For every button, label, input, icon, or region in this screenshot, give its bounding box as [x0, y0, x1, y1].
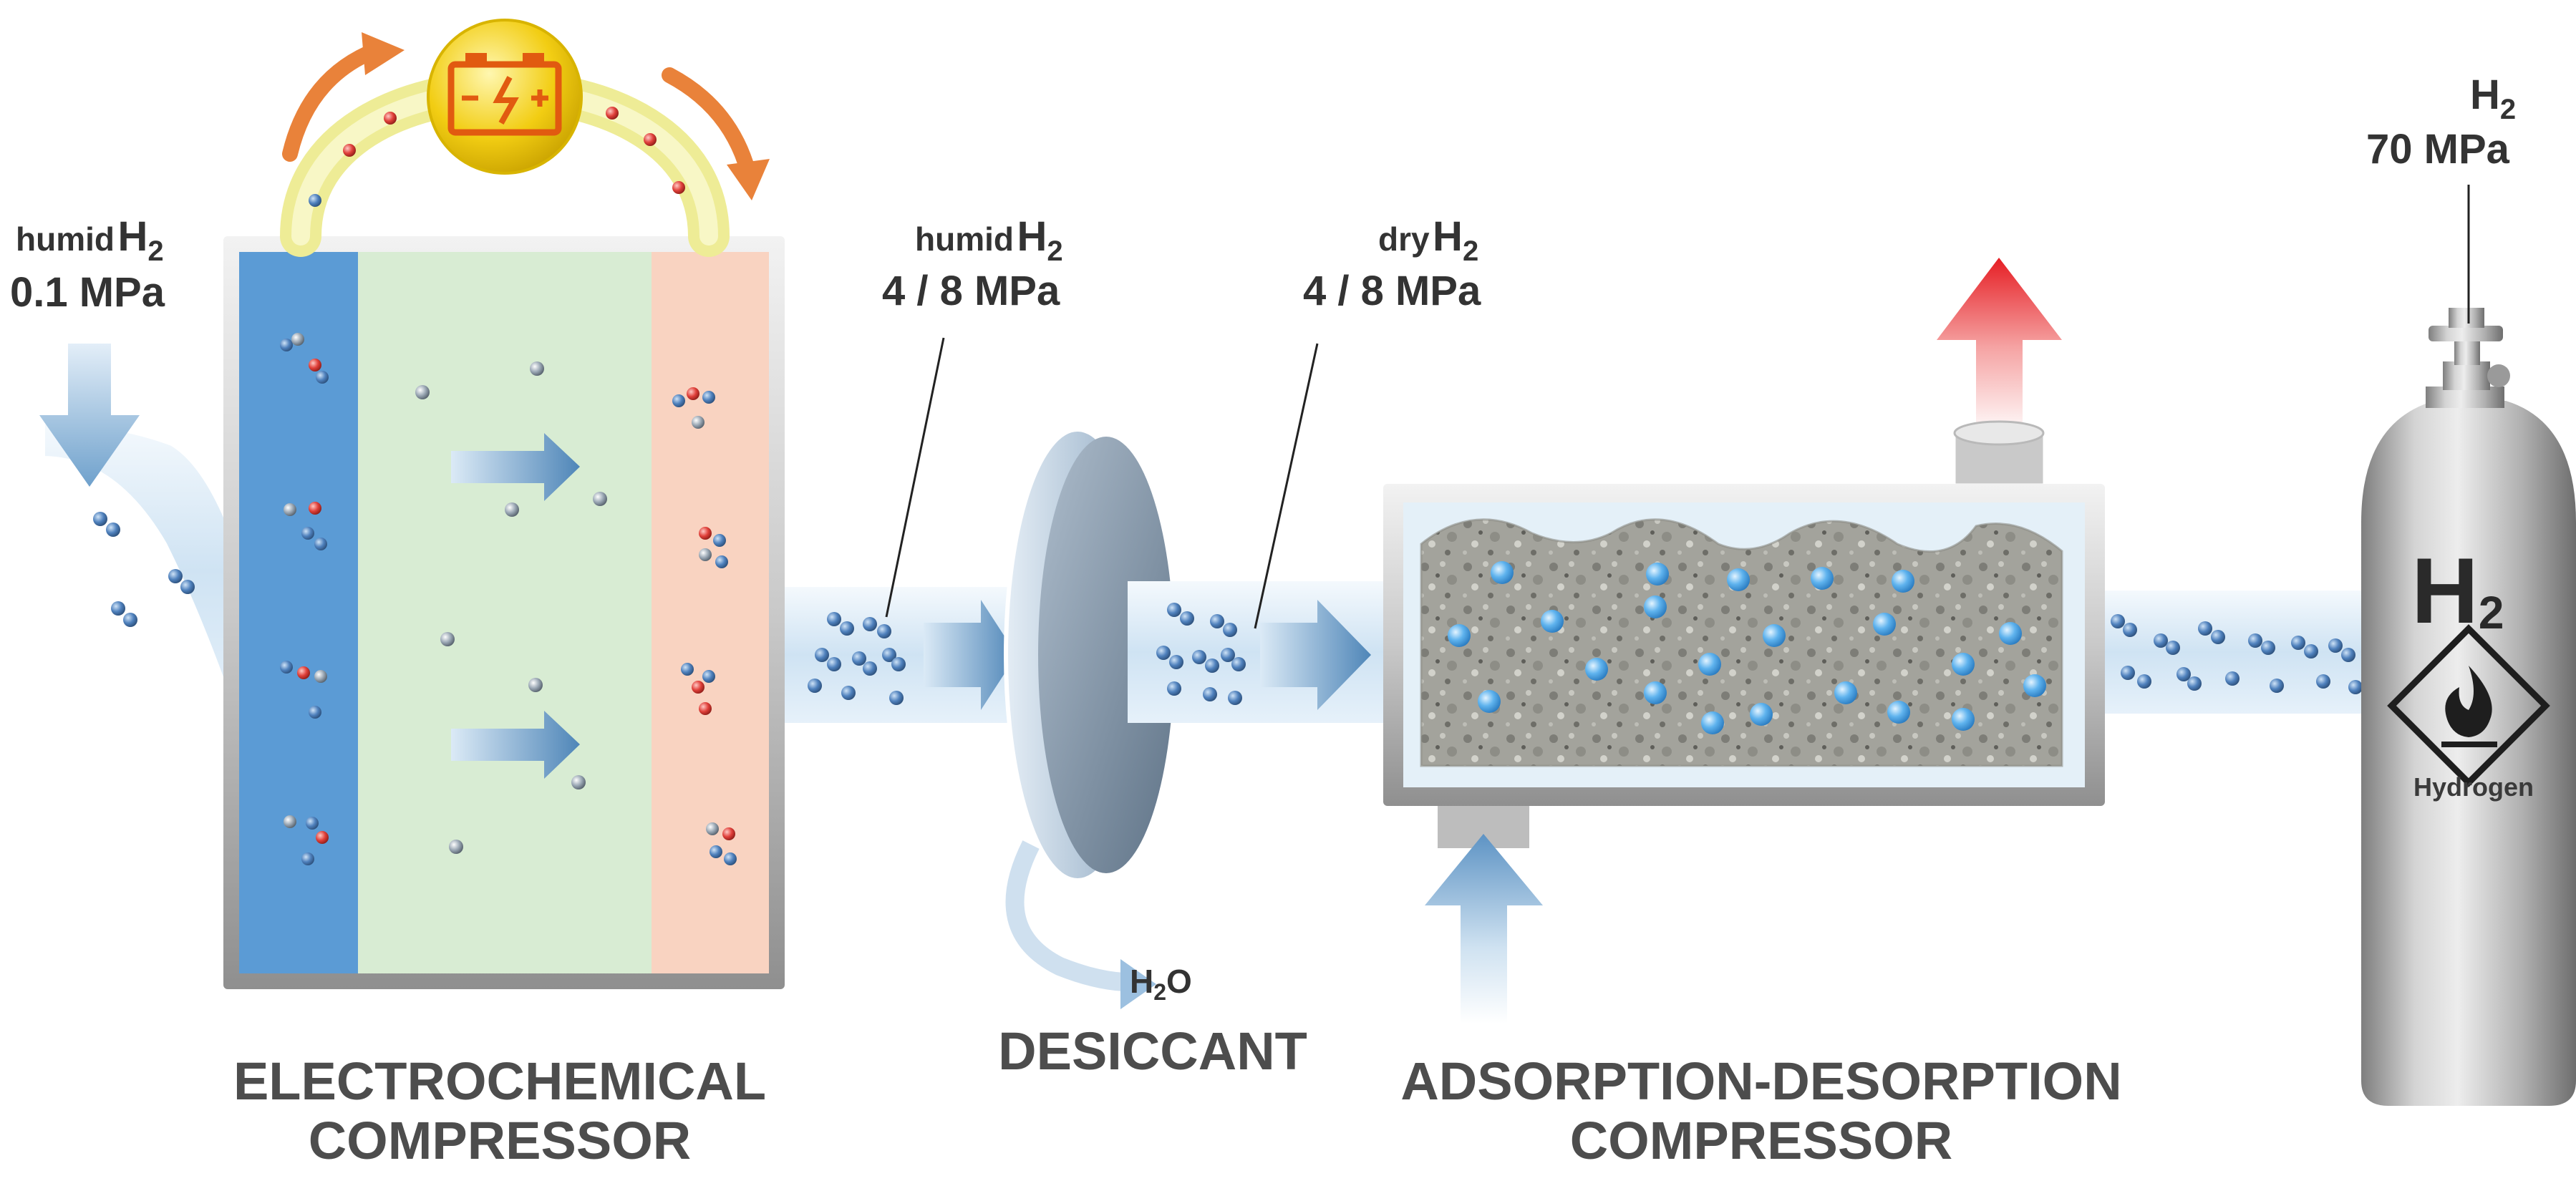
cylinder-formula-letter: H: [2411, 538, 2479, 643]
battery-icon: [427, 19, 583, 175]
tank-pressure-label: 70 MPa: [2366, 129, 2509, 170]
electrochemical-compressor: [223, 236, 785, 989]
inlet-gas-prefix: humid: [16, 220, 115, 258]
ec-outlet-gas-subscript: 2: [1047, 235, 1063, 267]
ec-outlet-pressure-value: 4 / 8 MPa: [882, 268, 1060, 314]
anode-molecules: [280, 333, 329, 865]
heat-out-arrow: [1937, 258, 2062, 437]
proton-flow-arrows: [451, 433, 580, 779]
inlet-molecules: [93, 512, 195, 627]
adsorption-title-line2: COMPRESSOR: [1569, 1110, 1953, 1170]
tank-gas-formula: H: [2470, 72, 2500, 118]
cathode-compartment: [652, 252, 769, 973]
top-port: [1953, 420, 2045, 486]
water-formula-h: H: [1130, 963, 1154, 1000]
ec-outlet-gas-label: humid H2: [915, 216, 1063, 266]
ec-outlet-pressure-label: 4 / 8 MPa: [882, 271, 1060, 312]
adsorption-compressor-title: ADSORPTION-DESORPTION COMPRESSOR: [1346, 1051, 2176, 1171]
inlet-pressure-value: 0.1 MPa: [10, 269, 165, 316]
dry-gas-pressure-value: 4 / 8 MPa: [1303, 268, 1481, 314]
dry-gas-subscript: 2: [1462, 235, 1479, 267]
cylinder-formula: H2: [2411, 544, 2504, 637]
electron-direction-arrows: [282, 32, 770, 200]
desiccant-disk: [1004, 427, 1174, 883]
pointer-lines: [885, 185, 2470, 629]
adsorption-compressor: [1383, 484, 2105, 806]
flammable-diamond-icon: [2387, 624, 2550, 787]
inlet-arrow: [39, 344, 140, 487]
inlet-gas-subscript: 2: [147, 235, 164, 267]
desiccant-title-line1: DESICCANT: [998, 1021, 1307, 1081]
tank-gas-label: H2: [2470, 72, 2517, 125]
dry-gas-prefix: dry: [1378, 220, 1430, 258]
water-formula-subscript: 2: [1153, 979, 1167, 1005]
dry-gas-pressure-label: 4 / 8 MPa: [1303, 271, 1481, 312]
cylinder-formula-subscript: 2: [2478, 587, 2504, 638]
inlet-gas-formula: H: [117, 213, 148, 260]
water-label: H2O: [1130, 965, 1192, 1003]
inlet-gas-label: humid H2: [16, 216, 164, 266]
water-formula-o: O: [1166, 963, 1192, 1000]
pipe-desiccant-to-adsorption: [1128, 581, 1384, 723]
cylinder-name: Hydrogen: [2413, 772, 2534, 802]
water-removal-arrow: [1005, 840, 1156, 1009]
pipe-ec-to-desiccant: [785, 587, 1021, 723]
membrane-protons: [415, 361, 607, 854]
hydrogen-cylinder: [2361, 387, 2576, 1106]
heat-in-arrow: [1425, 834, 1543, 1024]
dry-gas-formula: H: [1433, 213, 1463, 260]
tank-gas-subscript: 2: [2499, 94, 2517, 125]
pipe-to-tank: [2105, 590, 2370, 714]
anode-compartment: [239, 252, 358, 973]
dry-gas-label: dry H2: [1378, 216, 1478, 266]
ec-outlet-gas-formula: H: [1017, 213, 1047, 260]
ec-outlet-gas-prefix: humid: [915, 220, 1014, 258]
cathode-molecules: [672, 387, 737, 865]
inlet-pressure-label: 0.1 MPa: [10, 272, 165, 314]
membrane: [358, 252, 652, 973]
adsorption-title-line1: ADSORPTION-DESORPTION: [1400, 1051, 2122, 1111]
electrochemical-title-line1: ELECTROCHEMICAL: [233, 1051, 767, 1111]
cylinder-valve: [2429, 308, 2510, 390]
desiccant-title: DESICCANT: [952, 1021, 1353, 1082]
adsorbed-hydrogen: [1448, 561, 2046, 734]
electrochemical-compressor-title: ELECTROCHEMICAL COMPRESSOR: [178, 1051, 822, 1171]
electrochemical-title-line2: COMPRESSOR: [308, 1110, 692, 1170]
inlet-pipe: [41, 419, 238, 720]
tank-pressure-value: 70 MPa: [2366, 126, 2509, 172]
